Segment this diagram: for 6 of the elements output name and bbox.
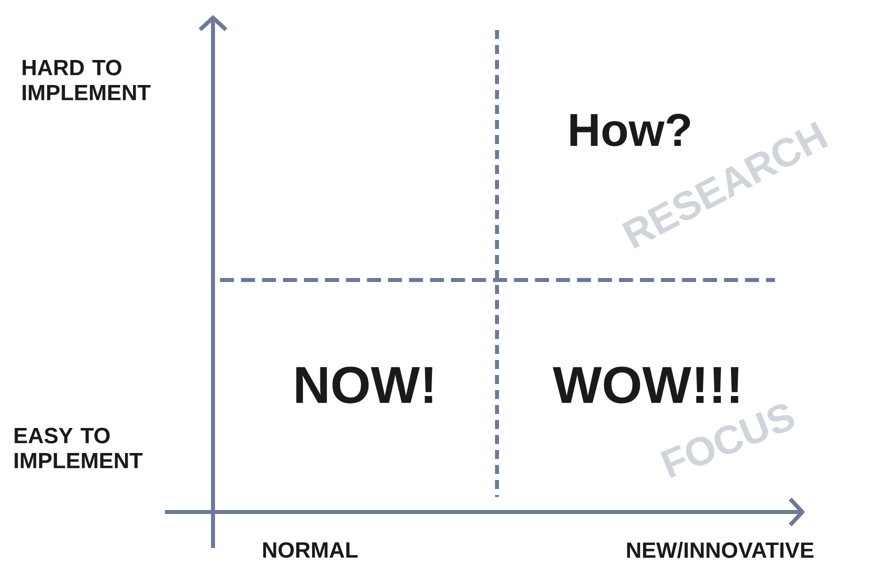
axis-label: EASY TO IMPLEMENT [14,428,143,468]
quadrant-label: WOW!!! [552,366,738,404]
axis-label: HARD TO IMPLEMENT [22,60,151,100]
axis-label: NORMAL [263,542,358,558]
quadrant-label: NOW! [296,366,432,404]
axis-label: NEW/INNOVATIVE [627,542,814,558]
